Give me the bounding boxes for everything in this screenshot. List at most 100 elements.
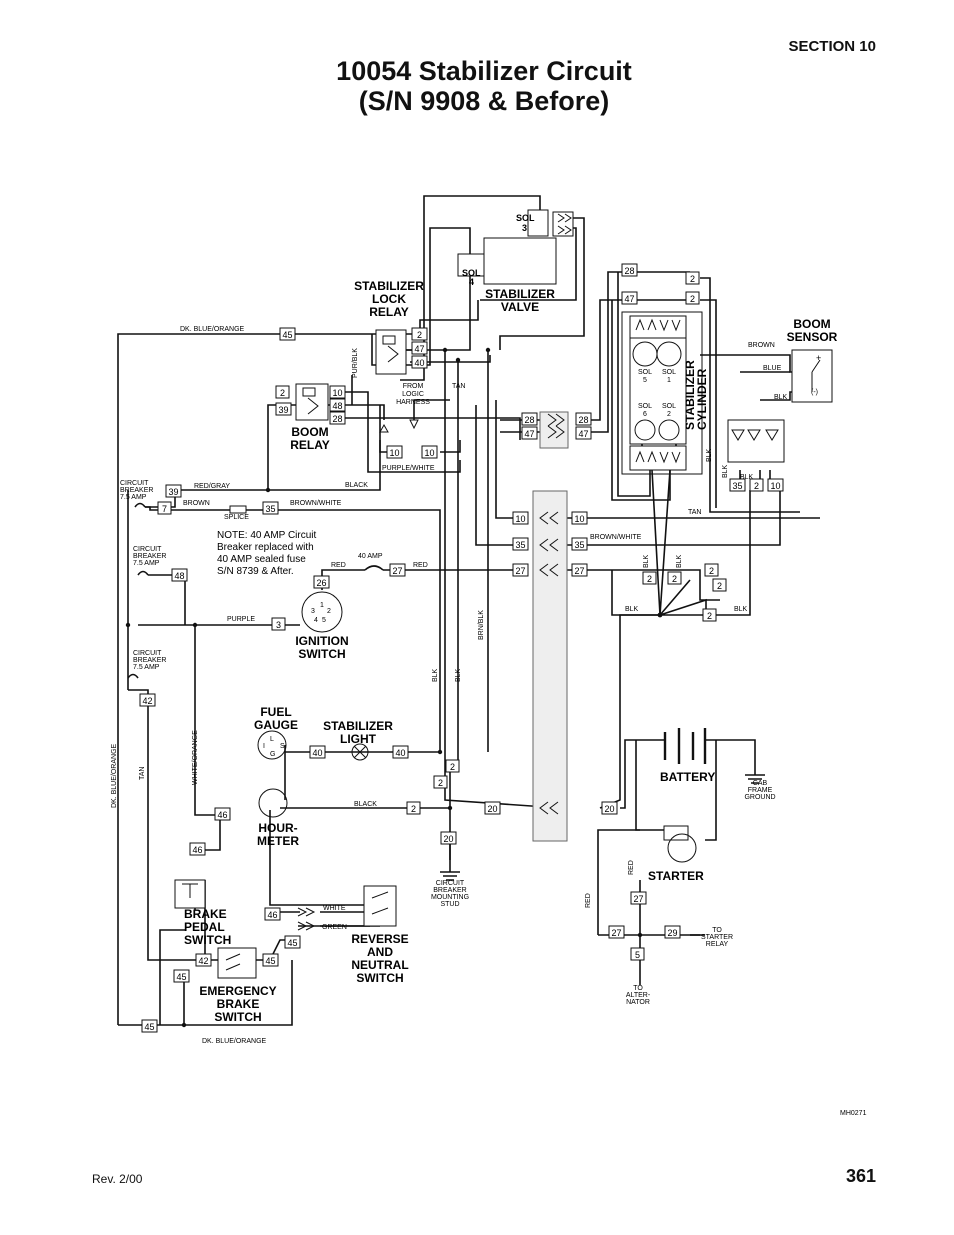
wire-tag: 2 [411, 804, 416, 814]
wire-tag: 39 [278, 405, 288, 415]
wire-tag: 46 [192, 845, 202, 855]
ignition-switch-label-1: IGNITION [295, 634, 348, 648]
wc-red-3: RED [628, 860, 635, 875]
cb2-1: CIRCUIT [133, 546, 162, 553]
stabilizer-cylinder-frame [621, 311, 703, 475]
to-alt-1: TO [633, 985, 643, 992]
wc-red-4: RED [585, 893, 592, 908]
note-line-3: 40 AMP sealed fuse [217, 554, 306, 565]
wire-tag: 28 [624, 266, 634, 276]
fuel-pin-g: G [270, 751, 275, 758]
fuel-pin-s: S [280, 743, 285, 750]
wire-tag: 5 [635, 950, 640, 960]
wire-tag: 26 [316, 578, 326, 588]
wc-brown-white-1: BROWN/WHITE [290, 500, 342, 507]
ignition-switch-body [301, 591, 343, 633]
circuit-breakers [127, 502, 149, 679]
cb2-3: 7.5 AMP [133, 560, 160, 567]
wire-tag: 28 [332, 414, 342, 424]
wire-number-tags: 45 2 47 40 2 39 10 48 28 10 10 28 47 2 2… [139, 263, 784, 1033]
wire-tag: 10 [515, 514, 525, 524]
stabilizer-light-bulb [351, 743, 369, 761]
to-alt-2: ALTER- [626, 992, 651, 999]
wc-tan-3: TAN [688, 509, 701, 516]
wc-red-gray: RED/GRAY [194, 483, 230, 490]
wc-brown-2: BROWN [748, 342, 775, 349]
splice [229, 505, 247, 514]
wc-black-1: BLACK [345, 482, 368, 489]
cb3-3: 7.5 AMP [133, 664, 160, 671]
wc-blk-7: BLK [740, 474, 754, 481]
sol1-label-1: SOL [662, 369, 676, 376]
battery-label: BATTERY [660, 770, 715, 784]
wire-tag: 47 [578, 429, 588, 439]
wire-tag: 45 [176, 972, 186, 982]
cb-stud-2: BREAKER [433, 887, 466, 894]
wc-brown-1: BROWN [183, 500, 210, 507]
fuel-pin-i: I [263, 743, 265, 750]
wire-tag: 2 [417, 330, 422, 340]
ign-pin-4: 4 [314, 617, 318, 624]
ign-pin-5: 5 [322, 617, 326, 624]
brake-pedal-label-1: BRAKE [184, 907, 227, 921]
sol4-label-2: 4 [469, 277, 474, 287]
cb3-1: CIRCUIT [133, 650, 162, 657]
wc-black-2: BLACK [354, 801, 377, 808]
small-labels: FROM LOGIC HARNESS CIRCUIT BREAKER 7.5 A… [120, 353, 821, 1006]
wire-tag: 40 [395, 748, 405, 758]
brake-pedal-label-3: SWITCH [184, 933, 231, 947]
wire-tag: 46 [217, 810, 227, 820]
sensor-minus: (-) [811, 389, 818, 396]
sol4-coil [457, 253, 485, 277]
wire-color-labels: DK. BLUE/ORANGE PUR/BLK TAN PURPLE/WHITE… [111, 326, 788, 1045]
reverse-neutral-switch-box [363, 885, 397, 927]
wc-red-2: RED [413, 562, 428, 569]
cab-ground-3: GROUND [744, 794, 775, 801]
wc-blk-9: BLK [734, 606, 748, 613]
brake-pedal-label-2: PEDAL [184, 920, 225, 934]
stabilizer-cylinder-label-1: STABILIZER [683, 360, 697, 430]
sol3-label-2: 3 [522, 223, 527, 233]
wire-tag: 10 [424, 448, 434, 458]
wc-dkblue-bottom: DK. BLUE/ORANGE [202, 1038, 267, 1045]
title-line-1: 10054 Stabilizer Circuit [336, 56, 632, 86]
wire-tag: 2 [438, 778, 443, 788]
wire-tag: 35 [265, 504, 275, 514]
wire-tag: 28 [524, 415, 534, 425]
wc-dkblue-top: DK. BLUE/ORANGE [180, 326, 245, 333]
wire-tag: 46 [267, 910, 277, 920]
stabilizer-valve-body [483, 237, 557, 285]
wc-blk-6: BLK [722, 464, 729, 478]
wire-tag: 3 [276, 620, 281, 630]
wc-blk-5: BLK [706, 448, 713, 462]
wc-tan-2: TAN [139, 767, 146, 780]
hour-meter-label-2: METER [257, 834, 299, 848]
harness-connector [532, 490, 568, 842]
to-alt-3: NATOR [626, 999, 650, 1006]
reverse-neutral-label-2: AND [367, 945, 393, 959]
reverse-neutral-label-4: SWITCH [356, 971, 403, 985]
wire-tag: 42 [142, 696, 152, 706]
hour-meter-label-1: HOUR- [258, 821, 297, 835]
sol4-label-1: SOL [462, 268, 481, 278]
wc-purple: PURPLE [227, 616, 255, 623]
starter-label: STARTER [648, 869, 704, 883]
stabilizer-light-label-2: LIGHT [340, 732, 377, 746]
sol3-coil [527, 209, 549, 237]
lock-relay-label-1: STABILIZER [354, 279, 424, 293]
logic-connector-2 [409, 419, 419, 430]
wire-tag: 2 [690, 294, 695, 304]
sol2-label-2: 2 [667, 411, 671, 418]
wire-tag: 2 [717, 581, 722, 591]
fuse-40amp [364, 565, 384, 571]
stabilizer-valve-label-2: VALVE [501, 300, 539, 314]
title-line-2: (S/N 9908 & Before) [358, 86, 610, 116]
section-label: SECTION 10 [788, 38, 876, 55]
wc-blk-1: BLK [432, 668, 439, 682]
to-starter-3: RELAY [706, 941, 729, 948]
to-starter-1: TO [712, 927, 722, 934]
splice-label: SPLICE [224, 514, 249, 521]
starter-motor [667, 833, 697, 863]
emergency-brake-switch-box [217, 947, 257, 979]
wire-tag: 10 [332, 388, 342, 398]
